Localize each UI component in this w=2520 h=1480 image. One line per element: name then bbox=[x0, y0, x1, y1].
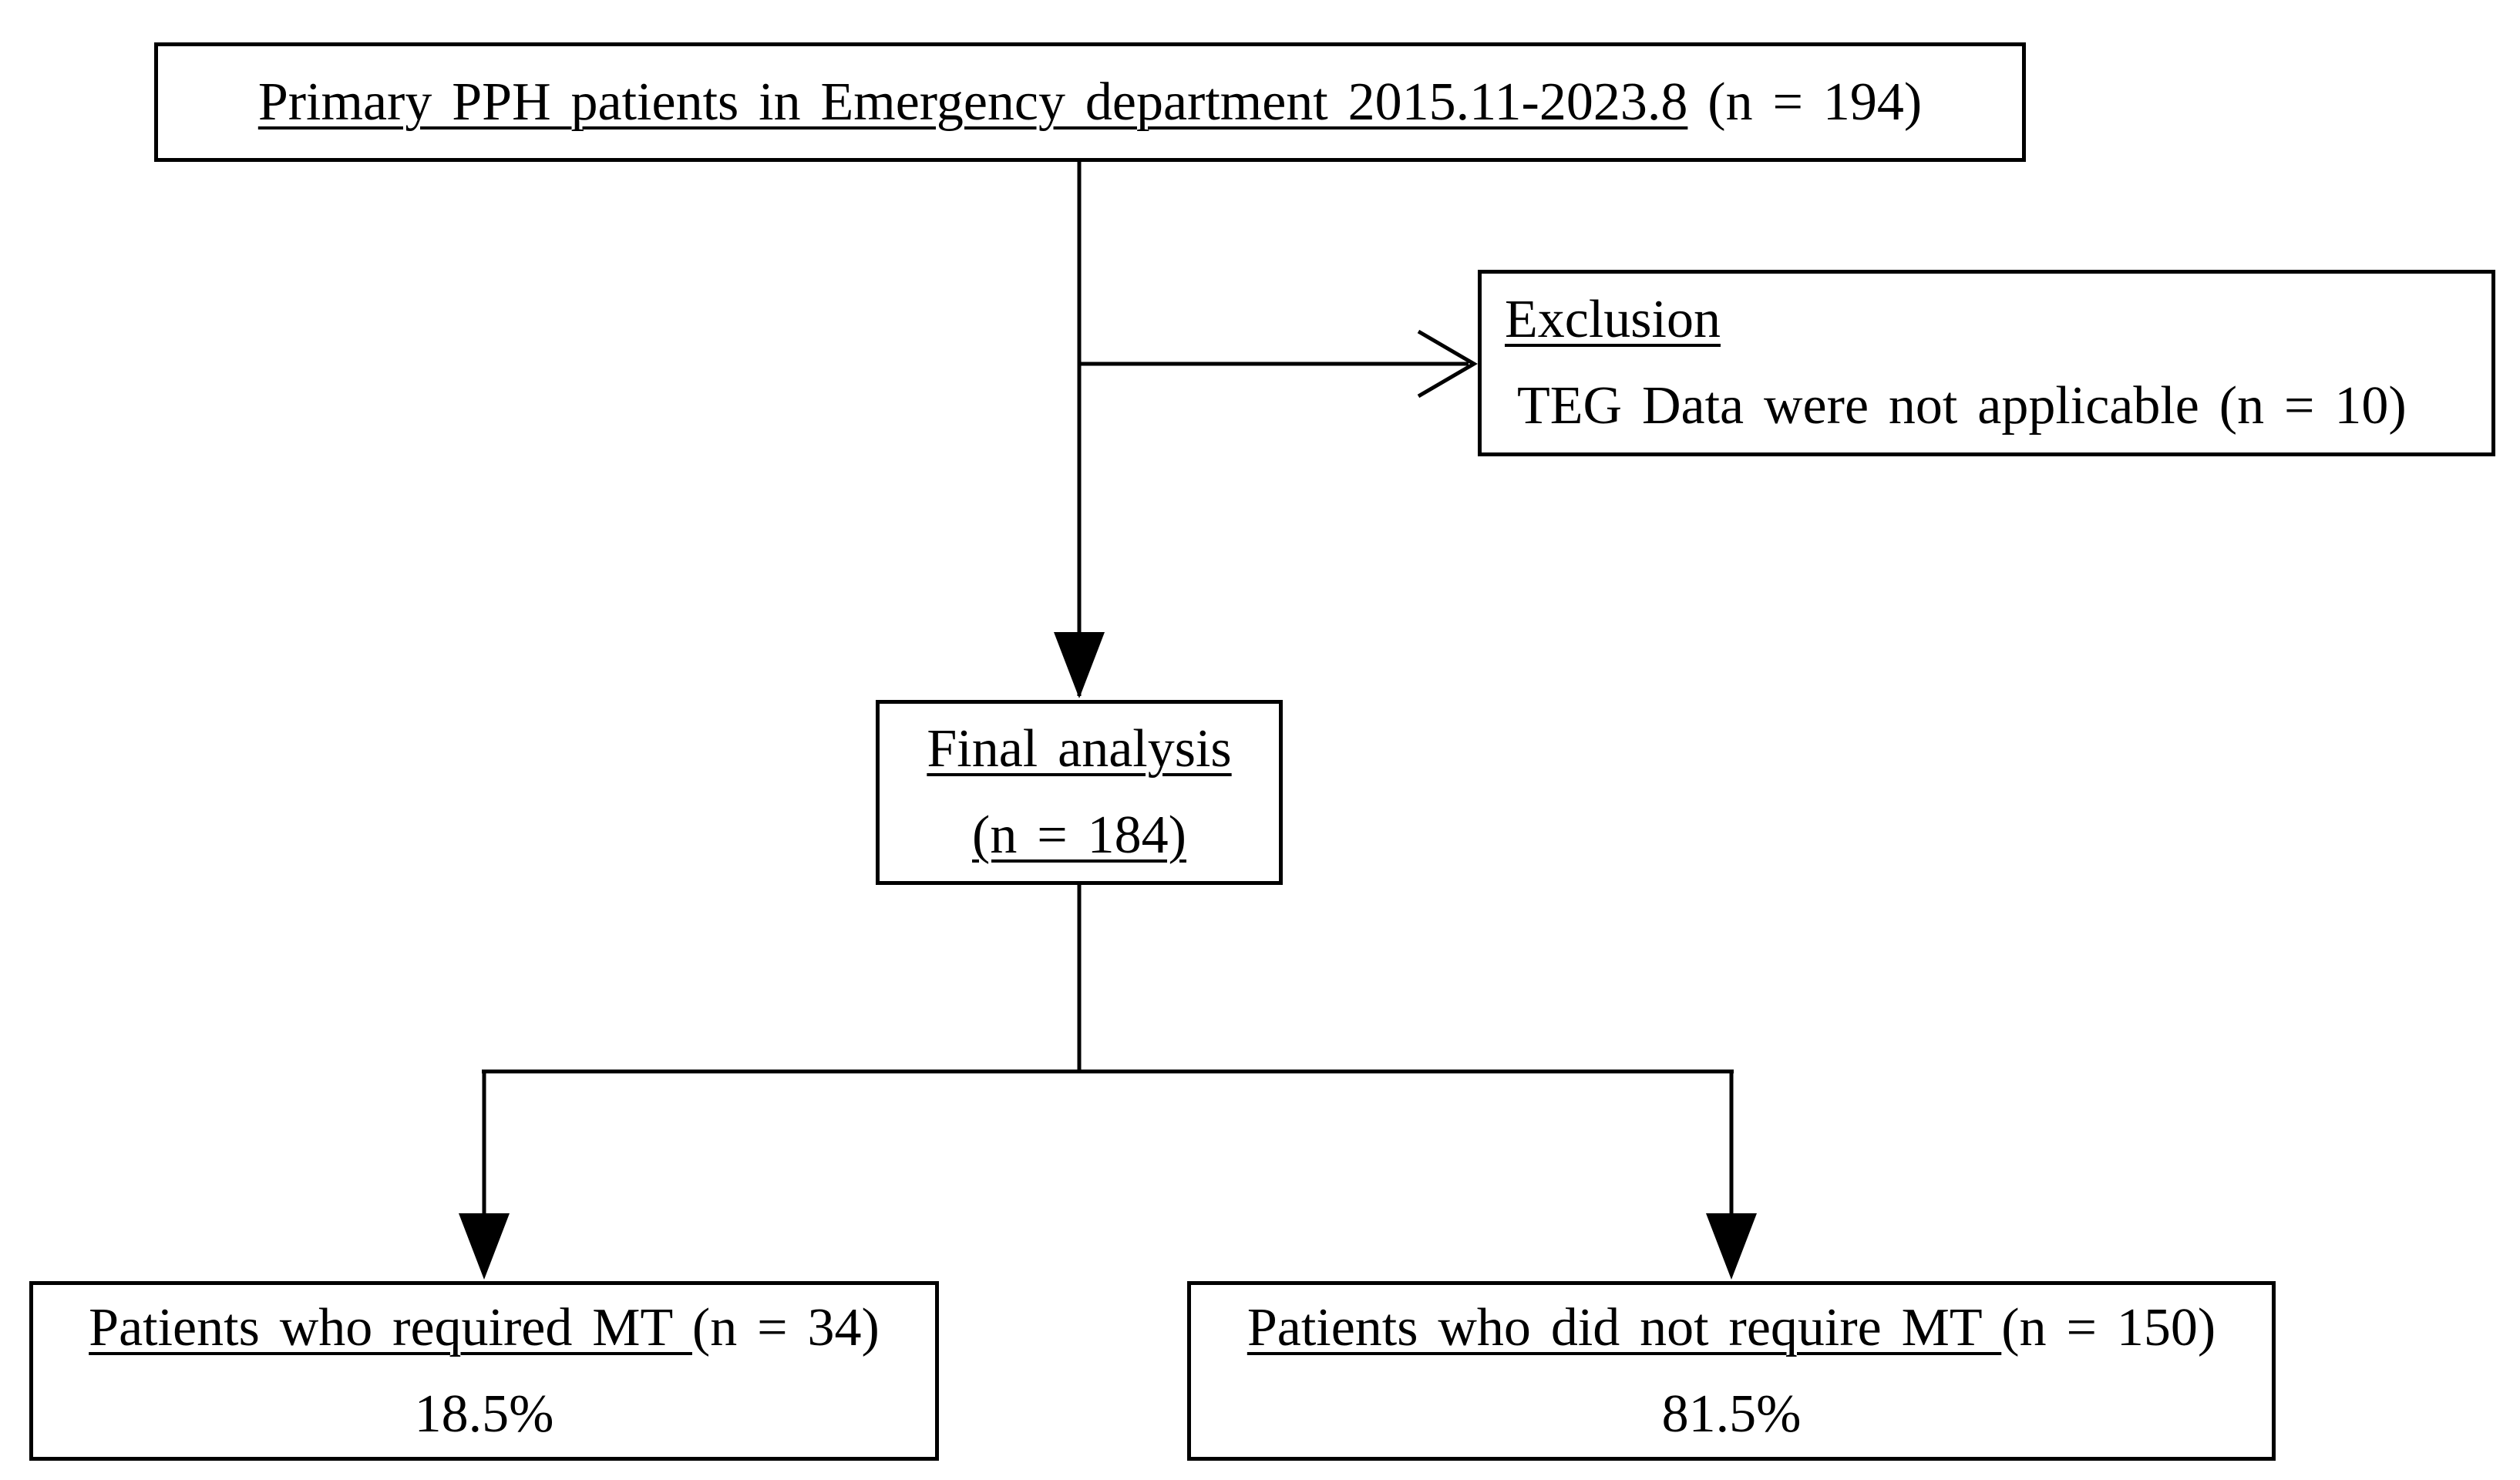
node-final-analysis: Final analysis (n = 184) bbox=[876, 700, 1283, 885]
primary-pph-count-text: (n = 194) bbox=[1687, 72, 1923, 132]
node-exclusion: Exclusion TEG Data were not applicable (… bbox=[1478, 270, 2495, 456]
required-mt-label: Patients who required MT (n = 34) bbox=[89, 1285, 880, 1371]
arrowhead-down-no-mt-icon bbox=[1706, 1213, 1757, 1280]
exclusion-detail: TEG Data were not applicable (n = 10) bbox=[1505, 363, 2407, 449]
not-required-mt-underlined-text: Patients who did not require MT bbox=[1247, 1297, 2002, 1357]
not-required-mt-percentage-text: 81.5% bbox=[1661, 1384, 1802, 1444]
primary-pph-underlined-text: Primary PPH patients in Emergency depart… bbox=[257, 72, 1688, 132]
arrowhead-down-final-icon bbox=[1054, 632, 1105, 698]
final-analysis-text: Final analysis bbox=[927, 719, 1232, 779]
not-required-mt-count-text: (n = 150) bbox=[2001, 1297, 2216, 1357]
required-mt-percentage-text: 18.5% bbox=[414, 1384, 554, 1444]
final-analysis-label: Final analysis bbox=[927, 706, 1231, 792]
final-analysis-count-text: (n = 184) bbox=[972, 806, 1186, 865]
required-mt-count-text: (n = 34) bbox=[691, 1297, 880, 1357]
node-not-required-mt: Patients who did not require MT (n = 150… bbox=[1187, 1281, 2276, 1461]
arrowhead-down-mt-icon bbox=[459, 1213, 510, 1280]
not-required-mt-percentage: 81.5% bbox=[1662, 1371, 1802, 1458]
node-required-mt: Patients who required MT (n = 34) 18.5% bbox=[29, 1281, 939, 1461]
required-mt-percentage: 18.5% bbox=[415, 1371, 554, 1458]
arrowhead-right-icon bbox=[1417, 329, 1478, 399]
final-analysis-count: (n = 184) bbox=[972, 792, 1186, 879]
exclusion-heading: Exclusion bbox=[1505, 277, 1721, 363]
node-primary-pph-patients: Primary PPH patients in Emergency depart… bbox=[154, 42, 2026, 162]
exclusion-heading-text: Exclusion bbox=[1505, 290, 1721, 349]
not-required-mt-label: Patients who did not require MT (n = 150… bbox=[1247, 1285, 2216, 1371]
primary-pph-label: Primary PPH patients in Emergency depart… bbox=[258, 59, 1922, 146]
required-mt-underlined-text: Patients who required MT bbox=[89, 1297, 692, 1357]
exclusion-detail-text: TEG Data were not applicable (n = 10) bbox=[1517, 376, 2407, 436]
